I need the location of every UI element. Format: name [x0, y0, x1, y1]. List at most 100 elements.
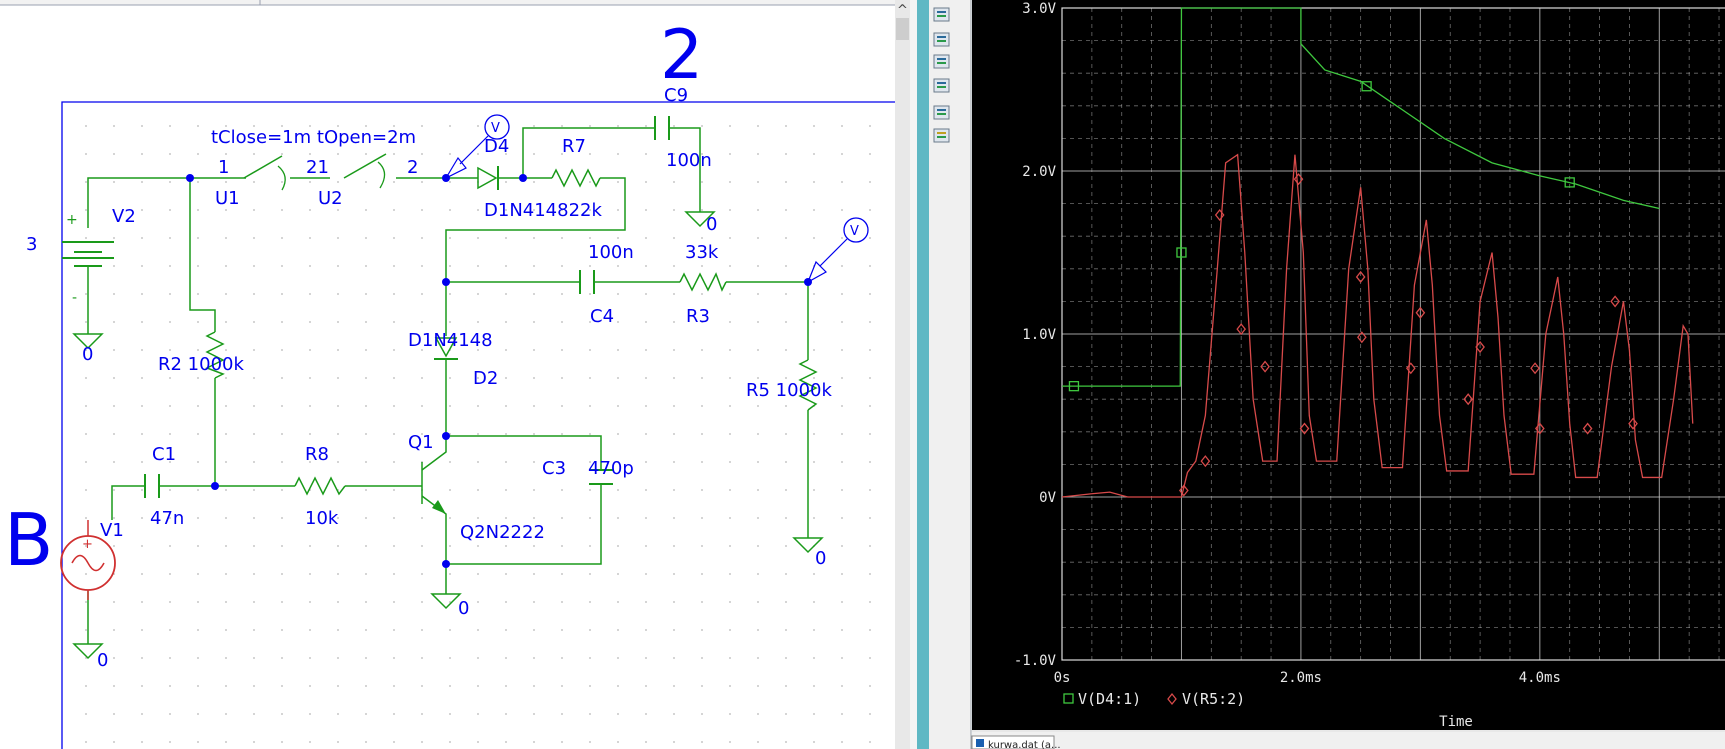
- series-marker: [1236, 323, 1247, 336]
- u1-name-label: U1: [215, 188, 240, 209]
- ground-v1: [72, 643, 104, 660]
- diode-d4[interactable]: [477, 166, 499, 190]
- r2-label: R2 1000k: [158, 354, 244, 375]
- vertical-scrollbar[interactable]: ^: [895, 0, 910, 749]
- ground-q1: [430, 593, 462, 610]
- c9-value-label: 100n: [666, 150, 712, 171]
- svg-text:V: V: [850, 224, 859, 239]
- zoom-icon[interactable]: [933, 7, 950, 22]
- taskbar-item-label: kurwa.dat (a...: [988, 740, 1061, 749]
- legend-label: V(R5:2): [1182, 690, 1245, 708]
- series-marker: [1564, 177, 1575, 188]
- switch-u1-arrow: [277, 165, 286, 191]
- r8-name-label: R8: [305, 444, 329, 465]
- d4-part-label: D1N414822k: [484, 200, 602, 221]
- junctions: [186, 174, 812, 568]
- c3-value-label: 470p: [588, 458, 634, 479]
- diode-d2[interactable]: [434, 337, 458, 360]
- schematic-canvas[interactable]: [0, 0, 895, 749]
- c9-name-label: C9: [664, 85, 688, 106]
- series-marker: [1628, 417, 1638, 430]
- r8-value-label: 10k: [305, 508, 339, 529]
- legend-marker: [1063, 693, 1074, 704]
- u2-name-label: U2: [318, 188, 343, 209]
- u1-pin-label: 1: [218, 157, 229, 178]
- r7-name-label: R7: [562, 136, 586, 157]
- c4-name-label: C4: [590, 306, 614, 327]
- series-marker: [1415, 306, 1426, 319]
- list-icon[interactable]: [933, 105, 950, 120]
- gnd-label-v1: 0: [97, 650, 108, 671]
- v2-minus: -: [72, 290, 77, 306]
- ground-r5: [792, 537, 824, 554]
- series-line-2: [1061, 153, 1694, 498]
- u2-out-pin-label: 2: [407, 157, 418, 178]
- series-marker: [1179, 484, 1189, 497]
- v2-value-label: 3: [26, 234, 37, 255]
- v2-name-label: V2: [112, 206, 136, 227]
- voltage-probe-r5[interactable]: V: [806, 217, 869, 284]
- u2-pins-label: 21: [306, 157, 329, 178]
- c1-name-label: C1: [152, 444, 176, 465]
- gnd-label-v2: 0: [82, 344, 93, 365]
- y-tick-label: 0V: [1039, 490, 1056, 506]
- capacitor-c1[interactable]: [144, 474, 160, 498]
- v1-plus: +: [82, 537, 93, 552]
- r3-name-label: R3: [686, 306, 710, 327]
- series-marker: [1176, 247, 1187, 258]
- paste-icon[interactable]: [933, 54, 950, 69]
- series-marker: [1405, 362, 1416, 375]
- switch-params-label: tClose=1m tOpen=2m: [211, 127, 416, 148]
- ac-source-v1[interactable]: [60, 520, 116, 600]
- capacitor-c3[interactable]: [589, 469, 613, 485]
- resistor-r3[interactable]: [679, 272, 727, 292]
- series-marker: [1610, 295, 1620, 308]
- series-marker: [1361, 81, 1372, 92]
- series-marker: [1355, 270, 1366, 283]
- series-marker: [1357, 331, 1367, 344]
- capacitor-c4[interactable]: [579, 270, 595, 294]
- voltage-probe-d4[interactable]: V: [444, 114, 510, 180]
- series-marker: [1260, 360, 1270, 373]
- ground-c9: [684, 211, 716, 228]
- probe-toolbar: [929, 0, 971, 749]
- x-tick-label: 0s: [1054, 670, 1071, 686]
- clipboard-icon[interactable]: [933, 78, 950, 93]
- gnd-label-c9: 0: [706, 214, 717, 235]
- d2-name-label: D2: [473, 368, 498, 389]
- resistor-r7[interactable]: [551, 168, 601, 188]
- splitter-bar[interactable]: [917, 0, 929, 749]
- capacitor-c9[interactable]: [654, 116, 670, 140]
- svg-text:V: V: [491, 121, 500, 136]
- taskbar-item[interactable]: [971, 735, 1055, 749]
- x-tick-label: 2.0ms: [1280, 670, 1322, 686]
- v1-name-label: V1: [100, 520, 124, 541]
- scrollbar-thumb[interactable]: [896, 18, 909, 40]
- r5-label: R5 1000k: [746, 380, 832, 401]
- border-letter: B: [4, 498, 53, 582]
- series-line-1: [1062, 7, 1660, 387]
- page-border: [61, 101, 895, 749]
- gnd-label-r5: 0: [815, 548, 826, 569]
- chart-icon[interactable]: [933, 128, 950, 143]
- series-marker: [1582, 422, 1593, 435]
- c3-name-label: C3: [542, 458, 566, 479]
- copy-icon[interactable]: [933, 32, 950, 47]
- page-number: 2: [660, 16, 703, 95]
- battery-v2[interactable]: [62, 241, 114, 267]
- file-icon: [976, 739, 984, 747]
- series-marker: [1535, 422, 1545, 435]
- series-marker: [1068, 381, 1080, 392]
- c1-value-label: 47n: [150, 508, 184, 529]
- x-axis-label: Time: [1439, 714, 1473, 730]
- scroll-up-arrow[interactable]: ^: [897, 3, 908, 18]
- series-marker: [1475, 340, 1485, 354]
- resistor-r2[interactable]: [205, 331, 225, 379]
- resistor-r8[interactable]: [294, 476, 346, 496]
- gnd-label-q1: 0: [458, 598, 469, 619]
- transistor-q1[interactable]: [432, 500, 446, 514]
- resistor-r5[interactable]: [798, 359, 818, 411]
- q1-name-label: Q1: [408, 432, 434, 453]
- series-marker: [1200, 455, 1211, 468]
